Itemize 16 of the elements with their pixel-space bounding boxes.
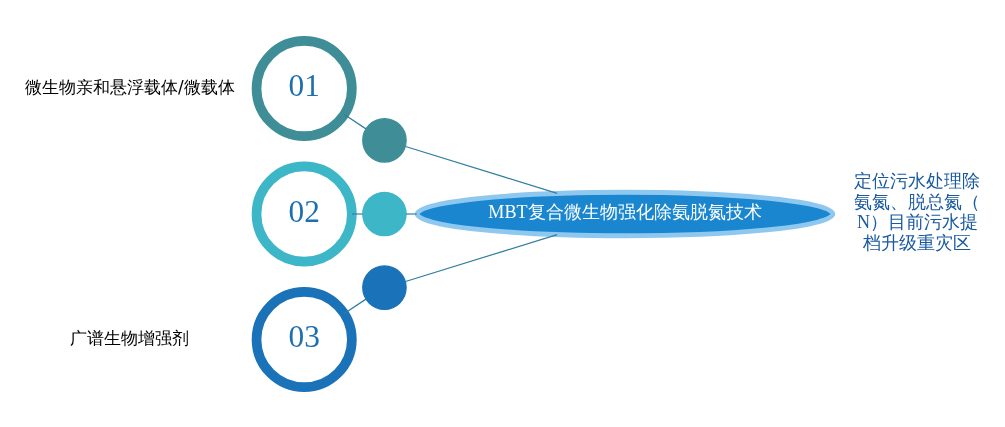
connector: [351, 212, 364, 215]
node-circle: [362, 117, 407, 163]
node-label: 广谱生物增强剂: [70, 327, 190, 348]
node-circle: 03: [251, 286, 357, 392]
node-circle: [362, 264, 407, 310]
connector: [404, 145, 558, 194]
connector: [343, 298, 367, 314]
node-ellipse: MBT复合微生物强化除氨脱氮技术: [414, 189, 836, 238]
node-label: 定位污水处理除氨氮、脱总氮（N）目前污水提档升级重灾区: [854, 170, 981, 253]
connector: [343, 113, 367, 129]
connector: [405, 212, 418, 215]
node-circle: 01: [251, 35, 357, 141]
node-circle: [362, 191, 407, 236]
node-label: 微生物亲和悬浮载体/微载体: [24, 76, 235, 97]
connector: [404, 233, 558, 282]
node-circle: 02: [251, 161, 357, 266]
